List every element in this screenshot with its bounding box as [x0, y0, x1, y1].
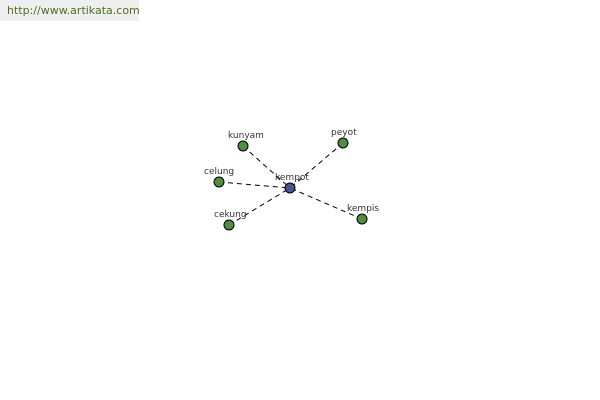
node-kunyam[interactable] [237, 140, 249, 152]
edges-group [218, 142, 363, 226]
edge-kunyam-kempot [242, 145, 291, 189]
source-url-banner: http://www.artikata.com [0, 0, 140, 21]
node-cekung[interactable] [223, 219, 235, 231]
edge-celung-kempot [218, 181, 291, 189]
edge-peyot-kempot [289, 142, 344, 189]
node-kempot[interactable] [284, 182, 296, 194]
node-kempis[interactable] [356, 213, 368, 225]
edge-kempis-kempot [289, 187, 363, 220]
node-label-celung[interactable]: celung [204, 167, 234, 177]
edge-cekung-kempot [228, 187, 291, 226]
node-label-cekung[interactable]: cekung [214, 210, 247, 220]
node-label-peyot[interactable]: peyot [331, 128, 357, 138]
nodes-group [213, 137, 368, 231]
node-label-kempot[interactable]: kempot [275, 173, 309, 183]
source-url-text: http://www.artikata.com [7, 4, 140, 17]
node-label-kempis[interactable]: kempis [347, 204, 379, 214]
node-label-kunyam[interactable]: kunyam [228, 131, 264, 141]
labels-group: kunyam peyot celung cekung kempis kempot [204, 128, 379, 220]
node-celung[interactable] [213, 176, 225, 188]
node-peyot[interactable] [337, 137, 349, 149]
